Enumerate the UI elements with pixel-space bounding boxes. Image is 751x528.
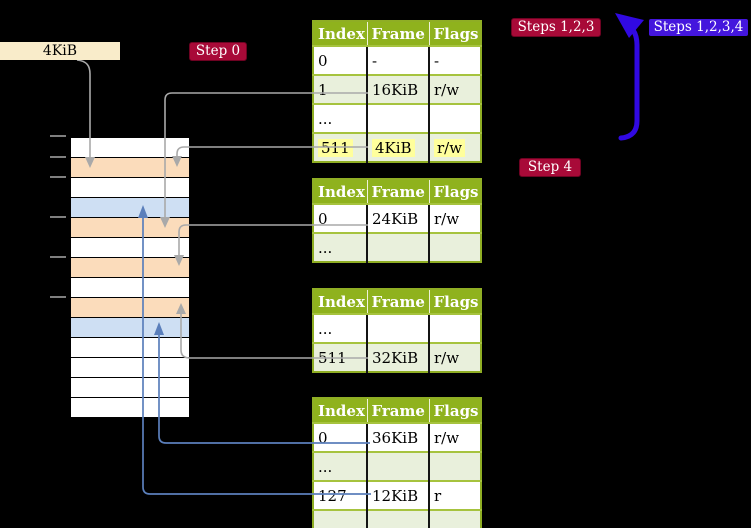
table-cell: ... [313, 509, 367, 528]
physical-memory-column [70, 137, 190, 418]
table-row: ... [313, 509, 481, 528]
table-row: ... [313, 103, 481, 133]
highlighted-value: 511 [318, 138, 353, 157]
column-header-frame: Frame [366, 289, 429, 315]
memory-frame-row-free [70, 397, 190, 418]
table-cell: r/w [428, 74, 481, 104]
memory-frame-row-free [70, 357, 190, 378]
column-header-index: Index [313, 398, 367, 424]
table-cell: 511 [313, 342, 367, 372]
table-cell: 32KiB [366, 342, 429, 372]
frame-size-label: 4KiB [0, 42, 120, 60]
table-cell [428, 232, 481, 262]
table-cell [366, 103, 429, 133]
table-cell: 36KiB [366, 422, 429, 452]
table-cell: ... [313, 232, 367, 262]
table-cell: 4KiB [366, 132, 429, 162]
memory-address-ticks [50, 135, 66, 298]
column-header-index: Index [313, 179, 367, 205]
memory-frame-row-mapped [70, 317, 190, 338]
memory-frame-row-mapped [70, 197, 190, 218]
memory-frame-row-free [70, 137, 190, 158]
table-row: 0-- [313, 45, 481, 75]
table-cell [366, 509, 429, 528]
column-header-frame: Frame [366, 21, 429, 47]
table-cell [428, 509, 481, 528]
memory-frame-row-free [70, 277, 190, 298]
table-row: ... [313, 451, 481, 481]
step4-badge: Step 4 [519, 158, 581, 177]
table-cell: r [428, 480, 481, 510]
bracket-arrow-shaft [618, 21, 640, 141]
highlighted-value: r/w [434, 138, 466, 157]
steps1234-badge: Steps 1,2,3,4 [649, 19, 748, 36]
table-cell: 0 [313, 45, 367, 75]
table-cell: - [366, 45, 429, 75]
steps-bracket-arrow [615, 13, 644, 141]
column-header-flags: Flags [428, 21, 481, 47]
steps123-badge: Steps 1,2,3 [511, 18, 601, 37]
table-cell [366, 232, 429, 262]
column-header-index: Index [313, 21, 367, 47]
table-cell: - [428, 45, 481, 75]
table-cell: 24KiB [366, 203, 429, 233]
table-cell: 0 [313, 422, 367, 452]
table-cell: 127 [313, 480, 367, 510]
table-cell: r/w [428, 203, 481, 233]
arrowhead-upleft-icon [615, 13, 644, 38]
memory-frame-row-page_table [70, 297, 190, 318]
table-cell [366, 451, 429, 481]
memory-frame-row-free [70, 177, 190, 198]
table-cell [428, 103, 481, 133]
table-row: ... [313, 313, 481, 343]
table-cell: 511 [313, 132, 367, 162]
table-cell: r/w [428, 132, 481, 162]
table-cell: 12KiB [366, 480, 429, 510]
highlighted-value: 4KiB [372, 138, 415, 157]
column-header-flags: Flags [428, 179, 481, 205]
column-header-flags: Flags [428, 398, 481, 424]
memory-frame-row-free [70, 237, 190, 258]
table-cell: r/w [428, 422, 481, 452]
memory-frame-row-page_table [70, 217, 190, 238]
column-header-flags: Flags [428, 289, 481, 315]
table-cell: ... [313, 103, 367, 133]
table-cell: r/w [428, 342, 481, 372]
table-cell: ... [313, 451, 367, 481]
column-header-index: Index [313, 289, 367, 315]
memory-frame-row-page_table [70, 157, 190, 178]
memory-frame-row-page_table [70, 257, 190, 278]
table-cell [366, 313, 429, 343]
memory-frame-row-free [70, 337, 190, 358]
table-cell: 1 [313, 74, 367, 104]
step0-badge: Step 0 [189, 42, 247, 61]
table-row: ... [313, 232, 481, 262]
table-cell: 0 [313, 203, 367, 233]
table-cell [428, 313, 481, 343]
memory-frame-row-free [70, 377, 190, 398]
table-cell: 16KiB [366, 74, 429, 104]
column-header-frame: Frame [366, 398, 429, 424]
table-row-highlighted: 511 4KiB r/w [313, 132, 481, 162]
table-cell: ... [313, 313, 367, 343]
column-header-frame: Frame [366, 179, 429, 205]
table-cell [428, 451, 481, 481]
